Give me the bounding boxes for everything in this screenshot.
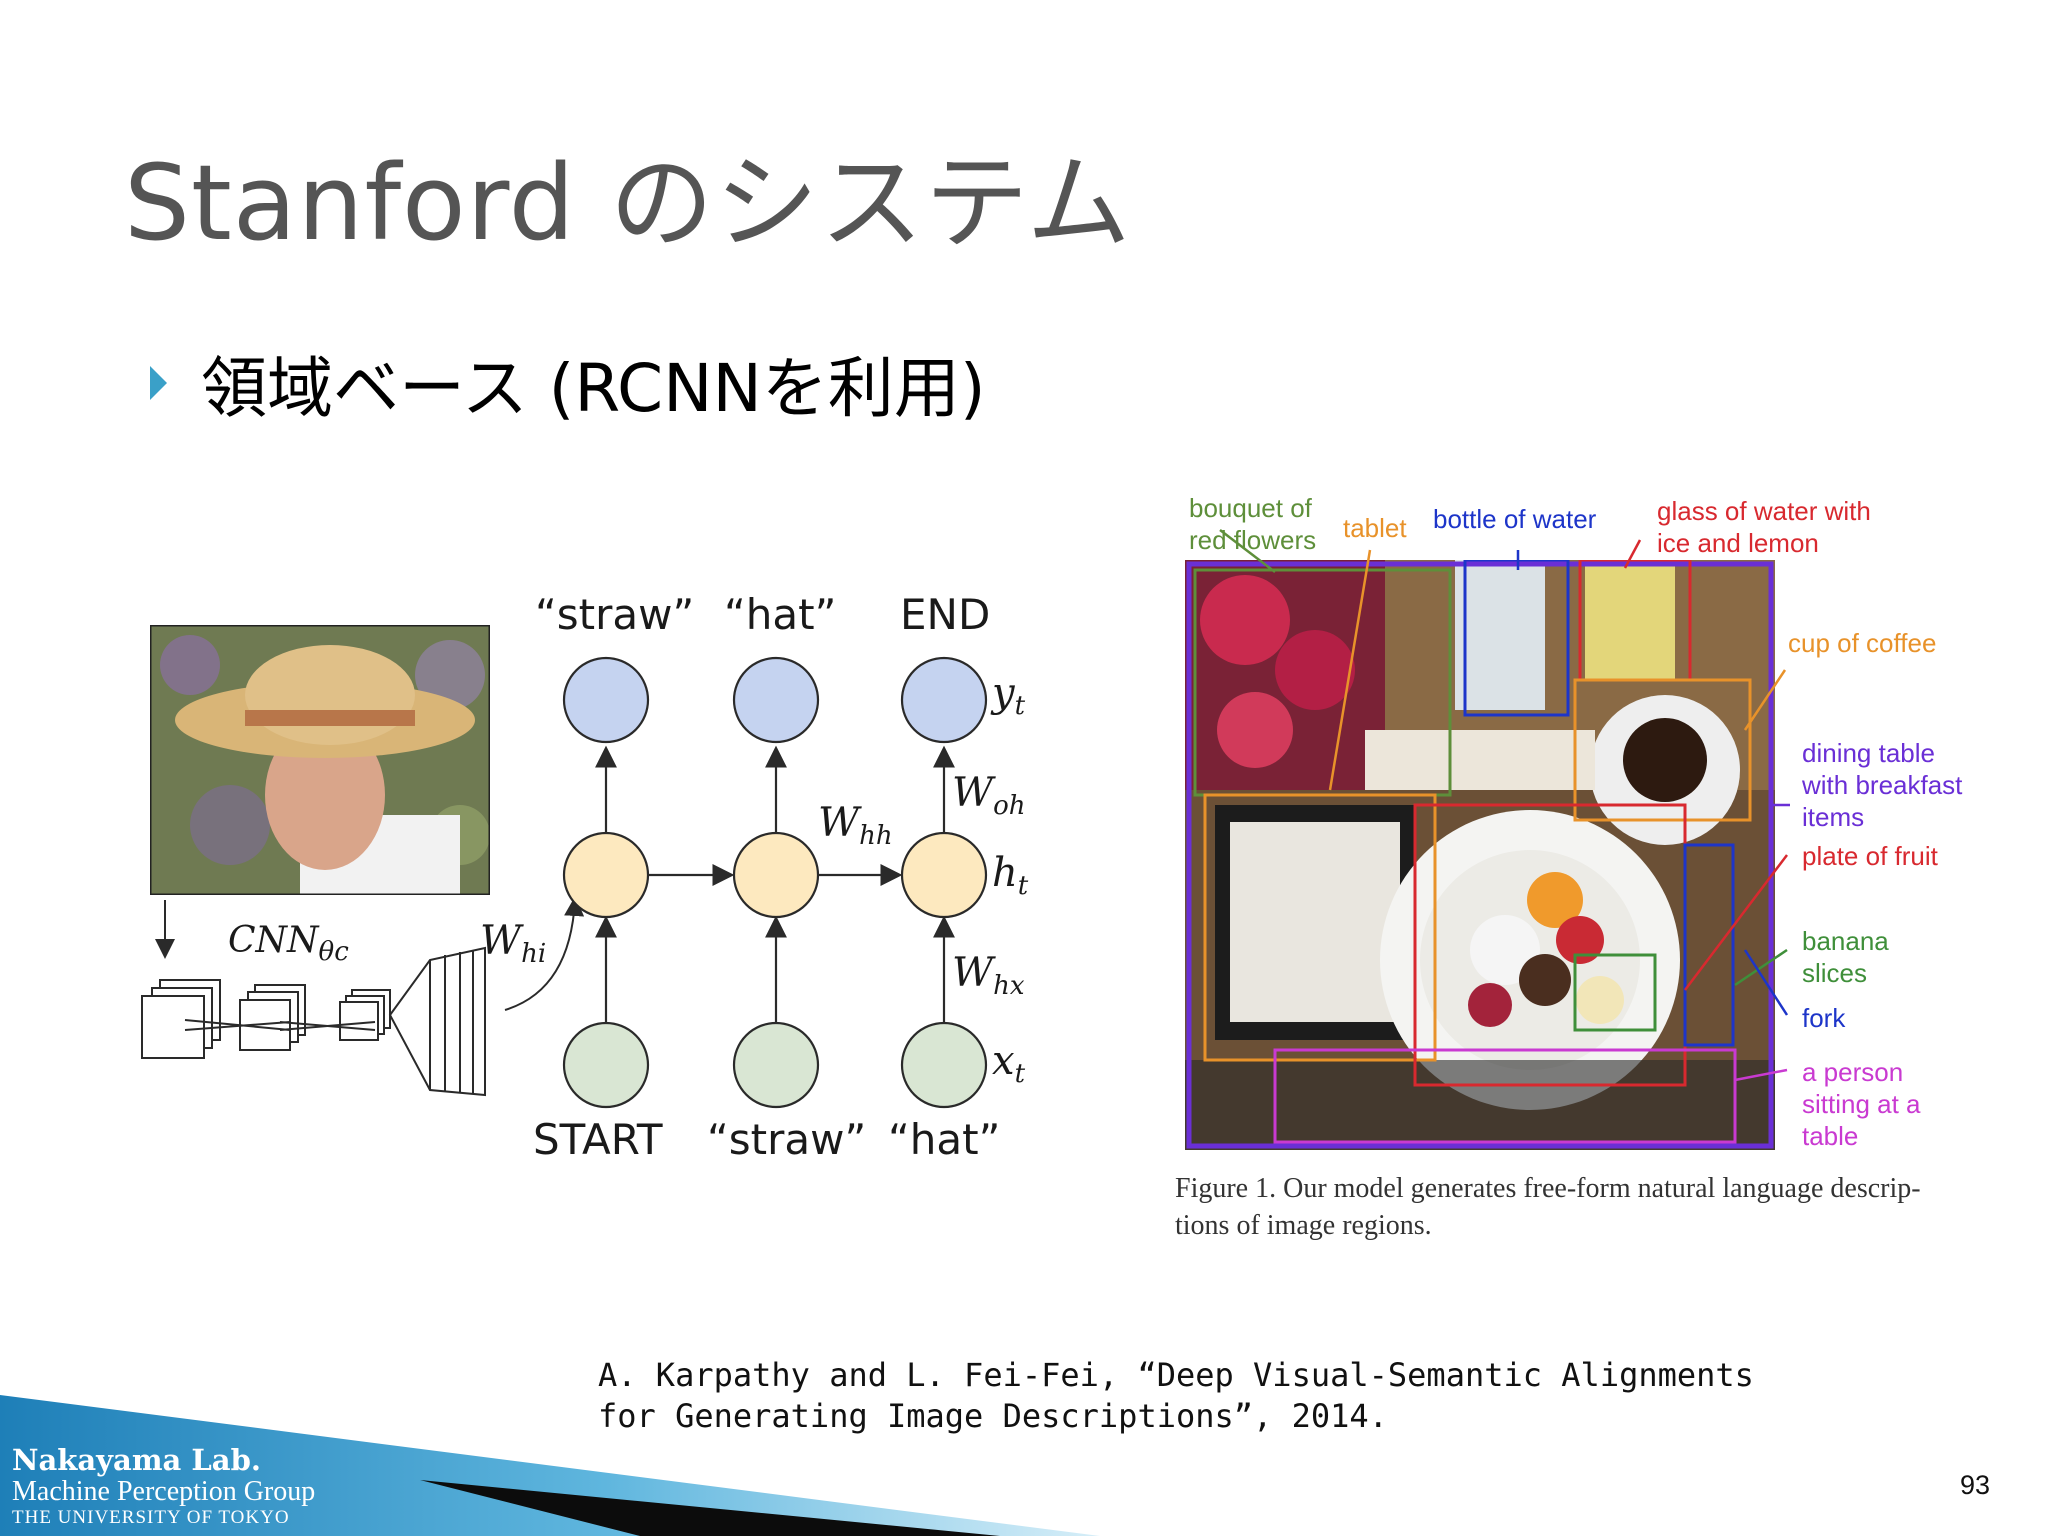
breakfast-table-image: [1185, 560, 1775, 1150]
citation: A. Karpathy and L. Fei-Fei, “Deep Visual…: [598, 1356, 1754, 1435]
hidden-node-1: [562, 831, 650, 919]
output-label-1: “straw”: [535, 590, 695, 639]
lab-name: Nakayama Lab.: [12, 1443, 261, 1477]
rnn-diagram: “straw” “hat” END START “straw” “hat” yt…: [130, 560, 1080, 1180]
person-with-straw-hat-image: [150, 625, 490, 895]
slide-title: Stanford のシステム: [124, 142, 1132, 264]
hidden-node-3: [900, 831, 988, 919]
lab-group: Machine Perception Group: [12, 1476, 316, 1507]
figure-pointer-lines: [1219, 529, 1790, 1082]
input-label-2: “straw”: [707, 1115, 867, 1164]
input-label-1: START: [533, 1115, 663, 1164]
hidden-node-2: [732, 831, 820, 919]
w-hh-label: Whh: [818, 800, 893, 851]
cnn-label: CNNθc: [228, 920, 349, 967]
cnn-layers: [141, 946, 486, 1097]
whi-arrow: [504, 896, 585, 1011]
input-node-2: [732, 1021, 820, 1109]
output-label-3: END: [900, 590, 991, 639]
input-label-3: “hat”: [888, 1115, 1001, 1164]
w-hx-label: Whx: [952, 950, 1025, 1001]
label-bottle: bottle of water: [1433, 504, 1597, 534]
label-coffee: cup of coffee: [1788, 628, 1937, 658]
output-node-1: [562, 656, 650, 744]
output-label-2: “hat”: [724, 590, 837, 639]
x-t-label: xt: [992, 1038, 1026, 1089]
h-t-label: ht: [992, 850, 1029, 901]
output-node-3: [900, 656, 988, 744]
label-plate: plate of fruit: [1802, 841, 1938, 871]
bullet-text: 領域ベース (RCNNを利用): [201, 350, 986, 427]
w-hi-label: Whi: [480, 918, 547, 969]
rnn-graph: [141, 656, 988, 1109]
w-oh-label: Woh: [952, 770, 1026, 821]
input-node-1: [562, 1021, 650, 1109]
footer-band: [0, 1395, 1100, 1536]
input-node-3: [900, 1021, 988, 1109]
label-tablet: tablet: [1343, 513, 1407, 543]
output-node-2: [732, 656, 820, 744]
page-number: 93: [1960, 1470, 1991, 1500]
y-t-label: yt: [992, 670, 1026, 721]
label-fork: fork: [1802, 1003, 1846, 1033]
university-name: THE UNIVERSITY OF TOKYO: [12, 1507, 290, 1528]
figure-caption: Figure 1. Our model generates free-form …: [1175, 1173, 1921, 1241]
bullet-item: 領域ベース (RCNNを利用): [150, 335, 986, 431]
bullet-triangle-icon: [150, 366, 167, 400]
